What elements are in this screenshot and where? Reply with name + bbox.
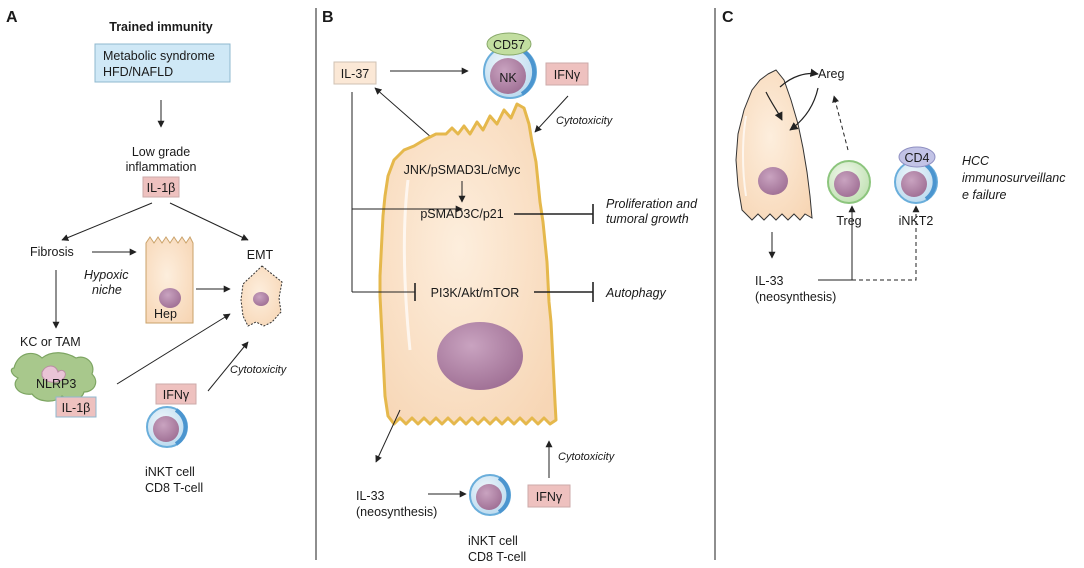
metabolic-syndrome-box: [94, 43, 231, 83]
treg-label: Treg: [836, 214, 861, 228]
inkt2-rim: [924, 163, 937, 201]
panel-c-letter: C: [722, 9, 734, 26]
hcc-label: HCC: [962, 154, 990, 168]
cd8-tcell-b-label: CD8 T-cell: [468, 550, 526, 564]
areg-autocrine-arrow-in-right: [789, 87, 819, 131]
hep-label: Hep: [154, 307, 177, 321]
arrow-ifng-to-emt: [207, 341, 249, 392]
neosynthesis-c-label: (neosynthesis): [755, 290, 836, 304]
immunosurveillance-label: immunosurveillanc: [962, 171, 1066, 185]
nk-cell-rim: [520, 48, 537, 96]
arrow-kc-to-emt: [116, 313, 231, 385]
panel-b-letter: B: [322, 9, 334, 26]
inkt2-nucleus: [901, 171, 927, 197]
kc-tam-label: KC or TAM: [20, 335, 81, 349]
cytotoxicity-b-bottom-label: Cytotoxicity: [558, 451, 616, 463]
low-grade-label: Low grade: [132, 145, 190, 159]
inflammation-label: inflammation: [126, 160, 197, 174]
panel-b: B IL-37 NK CD57 IFNγ Cytotoxicity JNK/pS…: [322, 9, 698, 564]
hypoxic-label: Hypoxic: [84, 268, 129, 282]
panel-a-letter: A: [6, 9, 18, 26]
lymphocyte-a-rim: [174, 408, 188, 446]
tumor-nucleus-c: [758, 167, 788, 195]
nk-label: NK: [499, 71, 517, 85]
inkt-cell-a-label: iNKT cell: [145, 465, 195, 479]
tumor-nucleus: [437, 322, 523, 390]
psmad-label: pSMAD3C/p21: [420, 207, 503, 221]
hfd-nafld-label: HFD/NAFLD: [103, 65, 173, 79]
ifng-a-label: IFNγ: [163, 388, 190, 402]
cd57-receptor: [486, 32, 532, 56]
autophagy-label: Autophagy: [605, 286, 667, 300]
cd4-label: CD4: [904, 151, 929, 165]
nlrp3-label: NLRP3: [36, 377, 76, 391]
panel-c: C Areg Treg CD4 iNKT2 HCC immunosurveill…: [722, 9, 1066, 304]
niche-label: niche: [92, 283, 122, 297]
arrow-to-emt: [169, 202, 249, 241]
tumoral-growth-label: tumoral growth: [606, 212, 689, 226]
proliferation-label: Proliferation and: [606, 197, 698, 211]
il33-to-inkt2-dashed-arrow: [852, 205, 920, 281]
lymphocyte-b-nucleus: [476, 484, 502, 510]
il33-b-label: IL-33: [356, 489, 385, 503]
il37-label: IL-37: [341, 67, 370, 81]
hepatocyte-cell: [145, 236, 194, 324]
ifng-b-top-label: IFNγ: [554, 68, 581, 82]
emt-label: EMT: [247, 248, 274, 262]
hepatocyte-nucleus: [159, 288, 181, 308]
treg-to-areg-dashed-arrow: [832, 95, 849, 151]
macrophage-nucleus: [41, 365, 66, 383]
il1b-top-label: IL-1β: [147, 181, 176, 195]
neosynthesis-b-label: (neosynthesis): [356, 505, 437, 519]
fibrosis-label: Fibrosis: [30, 245, 74, 259]
ifng-b-bottom-label: IFNγ: [536, 490, 563, 504]
il37-box: [333, 61, 377, 85]
panel-a: A Trained immunity Metabolic syndrome HF…: [6, 9, 288, 495]
trained-immunity-title: Trained immunity: [109, 20, 213, 34]
ifng-b-bottom-box: [527, 484, 571, 508]
failure-label: e failure: [962, 188, 1007, 202]
areg-autocrine-arrow-in-left: [765, 91, 783, 121]
tumor-cell-c: [735, 69, 813, 221]
areg-autocrine-arrow-out: [779, 68, 819, 88]
cd57-label: CD57: [493, 38, 525, 52]
tumor-cell-highlight: [402, 179, 412, 351]
il1b-bottom-label: IL-1β: [62, 401, 91, 415]
ifng-b-top-box: [545, 62, 589, 86]
jnk-label: JNK/pSMAD3L/cMyc: [404, 163, 521, 177]
il1b-bottom-box: [55, 396, 97, 418]
tumor-cell-c-highlight: [742, 115, 747, 197]
il33-c-label: IL-33: [755, 274, 784, 288]
pi3k-label: PI3K/Akt/mTOR: [431, 286, 520, 300]
il1b-top-box: [142, 176, 180, 198]
treg-nucleus: [834, 171, 860, 197]
ifng-a-box: [155, 383, 197, 405]
inkt-cell-b-label: iNKT cell: [468, 534, 518, 548]
metabolic-syndrome-label: Metabolic syndrome: [103, 49, 215, 63]
cytotoxicity-a-label: Cytotoxicity: [230, 364, 288, 376]
areg-label: Areg: [818, 67, 844, 81]
nk-nucleus: [490, 58, 526, 94]
cd8-tcell-a-label: CD8 T-cell: [145, 481, 203, 495]
arrow-cell-to-il33: [375, 409, 401, 463]
lymphocyte-b-rim: [497, 476, 511, 514]
emt-cell-nucleus: [253, 292, 269, 306]
arrow-to-fibrosis: [61, 202, 153, 241]
cytotoxicity-b-top-label: Cytotoxicity: [556, 115, 614, 127]
arrow-cell-to-il37: [374, 87, 433, 139]
arrow-nk-cytotoxicity: [534, 95, 569, 133]
cd4-receptor: [898, 146, 936, 168]
lymphocyte-a-nucleus: [153, 416, 179, 442]
